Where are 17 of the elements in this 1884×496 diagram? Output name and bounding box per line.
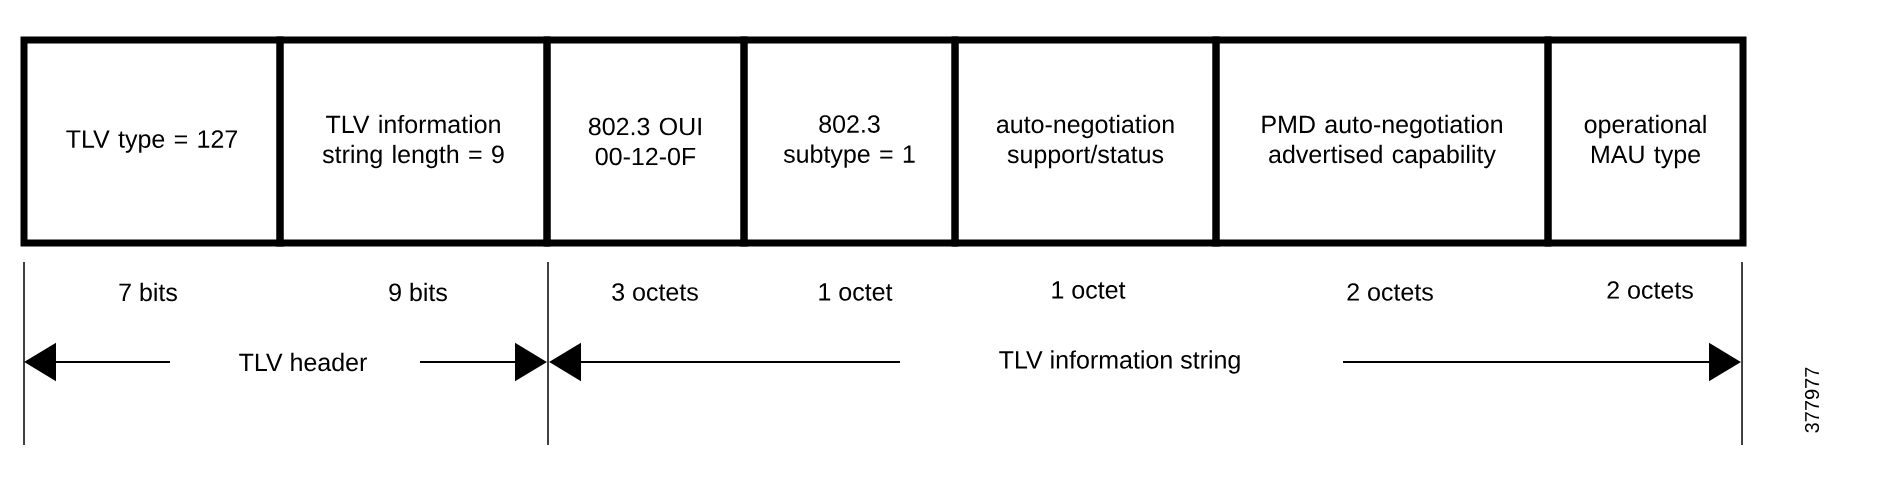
field-box: 802.3 OUI 00-12-0F (543, 36, 748, 247)
field-box: PMD auto-negotiation advertised capability (1212, 36, 1552, 247)
field-box: TLV information string length = 9 (276, 36, 551, 247)
size-label: 2 octets (1607, 281, 1693, 299)
span-label: TLV information string (999, 350, 1240, 374)
field-box: auto-negotiation support/status (951, 36, 1220, 247)
size-label: 1 octet (1052, 281, 1126, 299)
figure-number: 377977 (1804, 367, 1820, 433)
field-box: 802.3 subtype = 1 (740, 36, 959, 247)
size-label: 7 bits (119, 282, 177, 302)
size-label: 2 octets (1347, 283, 1433, 301)
field-box: TLV type = 127 (20, 36, 284, 247)
field-box: operational MAU type (1544, 36, 1747, 247)
size-label: 9 bits (389, 282, 447, 302)
size-label: 1 octet (819, 283, 893, 301)
size-label: 3 octets (612, 283, 698, 301)
span-label: TLV header (239, 352, 367, 372)
